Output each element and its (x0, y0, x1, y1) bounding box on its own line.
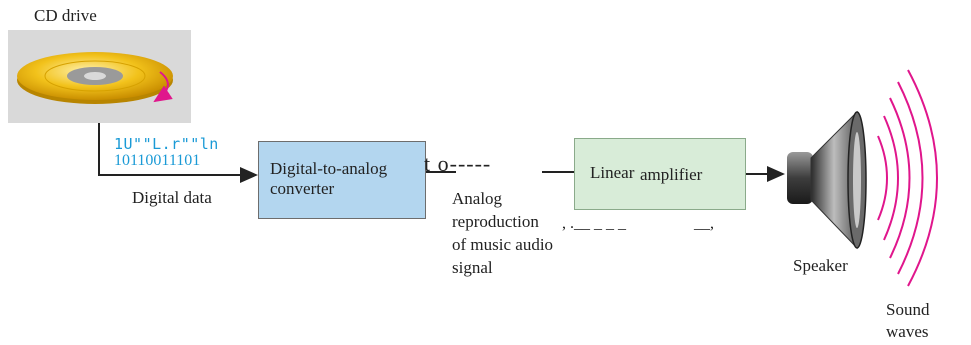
analog-caption-line3: of music audio (452, 235, 554, 254)
sound-waves-label-line2: waves (886, 322, 929, 341)
dac-label-line1: Digital-to-analog (270, 159, 388, 178)
digital-data-arrow (98, 123, 258, 183)
sound-waves-label-line1: Sound (886, 300, 930, 319)
dac-box: Digital-to-analog converter (258, 141, 426, 219)
analog-caption-line4: signal (452, 258, 493, 277)
analog-signal-artifact: t o----- (424, 151, 492, 176)
amplifier-label-amplifier: amplifier (640, 165, 703, 184)
digital-data-bits: 10110011101 (114, 152, 201, 169)
digital-data-garbled: 1U""L.r""ln (114, 135, 219, 153)
analog-caption-line2: reproduction (452, 212, 539, 231)
cd-disc-icon (17, 52, 173, 104)
analog-caption-line1: Analog (452, 189, 503, 208)
amplifier-box: Linear amplifier (574, 138, 746, 210)
cd-drive-label: CD drive (34, 6, 97, 25)
digital-data-label: Digital data (132, 188, 212, 207)
sound-waves-icon (877, 69, 938, 287)
speaker-label: Speaker (793, 256, 848, 275)
dac-label-line2: converter (270, 179, 335, 198)
amplifier-label-linear: Linear (590, 163, 635, 182)
speaker-icon (787, 110, 867, 250)
amplifier-bottom-artifact: , .__ _ _ _ __, (562, 215, 714, 232)
